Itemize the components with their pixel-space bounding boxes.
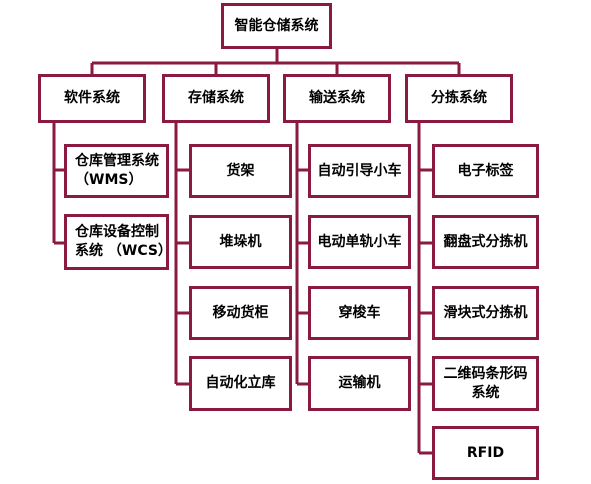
node-wms: 仓库管理系统 （WMS） bbox=[64, 144, 169, 198]
root-node: 智能仓储系统 bbox=[221, 3, 332, 49]
category-conveying: 输送系统 bbox=[283, 74, 391, 123]
category-software: 软件系统 bbox=[38, 74, 146, 123]
node-shelf: 货架 bbox=[189, 144, 292, 198]
node-tilt-tray-sorter: 翻盘式分拣机 bbox=[432, 215, 539, 269]
node-sliding-shoe-sorter: 滑块式分拣机 bbox=[432, 286, 539, 340]
node-agv: 自动引导小车 bbox=[308, 144, 411, 198]
node-monorail-cart: 电动单轨小车 bbox=[308, 215, 411, 269]
node-qr-barcode-system: 二维码条形码 系统 bbox=[432, 356, 539, 411]
node-electronic-label: 电子标签 bbox=[432, 144, 539, 198]
node-rfid: RFID bbox=[432, 426, 539, 480]
node-shuttle: 穿梭车 bbox=[308, 286, 411, 340]
node-wcs: 仓库设备控制 系统 （WCS） bbox=[64, 214, 172, 270]
node-stacker: 堆垛机 bbox=[189, 215, 292, 269]
node-transporter: 运输机 bbox=[308, 356, 411, 411]
category-sorting: 分拣系统 bbox=[405, 74, 513, 123]
node-automated-warehouse: 自动化立库 bbox=[189, 356, 292, 411]
category-storage: 存储系统 bbox=[162, 74, 270, 123]
node-mobile-cabinet: 移动货柜 bbox=[189, 286, 292, 340]
